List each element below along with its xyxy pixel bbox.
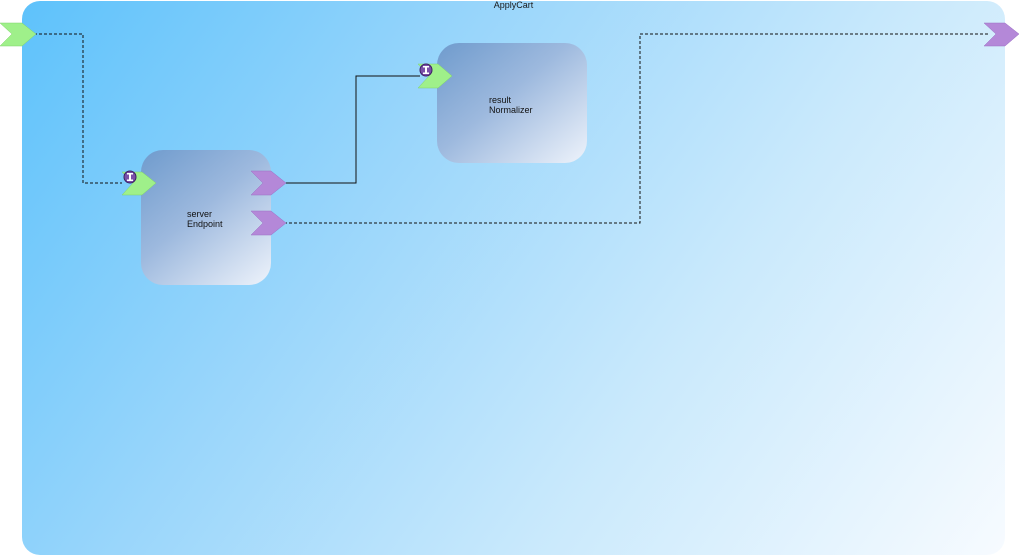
info-badge-icon [123, 170, 137, 184]
connection-server-endpoint-to-result-normalizer[interactable] [284, 75, 420, 184]
server-endpoint-label-line1: server [187, 209, 213, 219]
connection-server-endpoint-to-output[interactable] [284, 33, 988, 224]
result-normalizer-label-line1: result [489, 95, 512, 105]
server-endpoint-output-port-1[interactable] [250, 170, 287, 196]
server-endpoint-label-line2: Endpoint [187, 219, 223, 229]
container-output-port[interactable] [983, 22, 1020, 47]
server-endpoint-node[interactable]: server Endpoint [141, 150, 271, 285]
info-badge-icon [419, 63, 433, 77]
applycart-container[interactable]: ApplyCart server Endpoint result Normali… [22, 1, 1005, 555]
result-normalizer-label-line2: Normalizer [489, 105, 533, 115]
container-title: ApplyCart [493, 1, 534, 10]
container-input-port[interactable] [0, 22, 37, 47]
connection-input-to-server-endpoint[interactable] [34, 33, 122, 184]
result-normalizer-node[interactable]: result Normalizer [437, 43, 587, 163]
server-endpoint-output-port-2[interactable] [250, 210, 287, 236]
